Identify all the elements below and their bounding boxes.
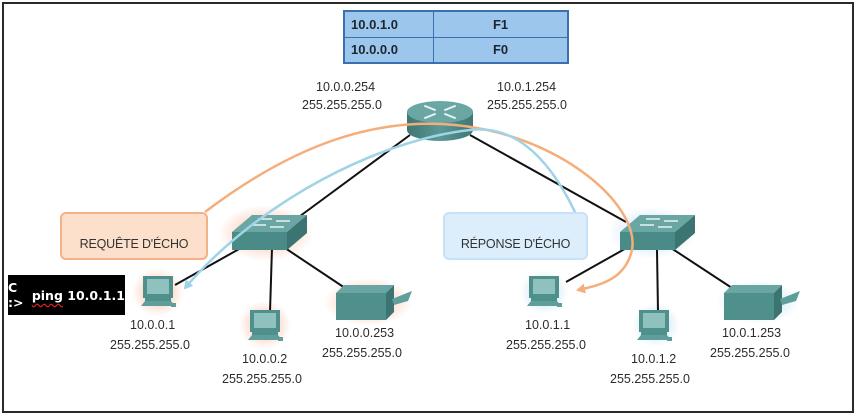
echo-reply-label: RÉPONSE D'ÉCHO [460, 237, 571, 251]
pc-10-0-0-2-icon[interactable] [248, 310, 283, 341]
router-left-ip: 10.0.0.254 [316, 80, 376, 94]
link-switch-left-pc2 [269, 247, 273, 313]
link-router-switch-right [469, 134, 627, 223]
router-icon[interactable] [407, 101, 473, 141]
link-switch-left-pc1 [174, 243, 249, 286]
switch-right-icon[interactable] [620, 215, 695, 250]
link-switch-right-pc2 [656, 249, 659, 313]
echo-reply-arc [183, 128, 577, 290]
host-ip: 10.0.0.1 [130, 318, 176, 332]
pc-10-0-1-2-icon[interactable] [637, 310, 672, 341]
switch-left-icon[interactable] [232, 215, 307, 250]
route-interface: F1 [433, 10, 569, 38]
host-ip: 10.0.1.1 [525, 318, 571, 332]
host-mask: 255.255.255.0 [710, 346, 790, 360]
host-ip: 10.0.0.253 [335, 326, 395, 340]
host-mask: 255.255.255.0 [222, 372, 302, 386]
host-mask: 255.255.255.0 [610, 372, 690, 386]
route-network: 10.0.0.0 [343, 36, 435, 64]
ping-command-box: C :> ping 10.0.1.1 [8, 275, 125, 315]
host-mask: 255.255.255.0 [322, 346, 402, 360]
command-prompt: C :> [8, 280, 24, 310]
host-mask: 255.255.255.0 [506, 338, 586, 352]
pc-10-0-0-1-icon[interactable] [141, 276, 176, 307]
pc-10-0-1-1-icon[interactable] [527, 276, 562, 307]
host-ip: 10.0.0.2 [242, 352, 288, 366]
echo-request-label: REQUÊTE D'ÉCHO [79, 237, 189, 251]
echo-request-arc [204, 122, 634, 294]
route-interface: F0 [433, 36, 569, 64]
host-ip: 10.0.1.2 [631, 352, 677, 366]
command-target: 10.0.1.1 [62, 287, 125, 303]
echo-request-callout: REQUÊTE D'ÉCHO [60, 212, 208, 260]
link-switch-right-printer [667, 245, 733, 289]
host-ip: 10.0.1.253 [722, 326, 782, 340]
router-left-mask: 255.255.255.0 [302, 98, 382, 112]
echo-reply-callout: RÉPONSE D'ÉCHO [443, 212, 588, 260]
link-switch-left-printer [281, 245, 346, 289]
routing-table-row: 10.0.0.0 F0 [343, 36, 569, 64]
host-mask: 255.255.255.0 [110, 338, 190, 352]
routing-table-row: 10.0.1.0 F1 [343, 10, 569, 38]
link-switch-right-pc1 [565, 245, 631, 283]
router-right-mask: 255.255.255.0 [487, 98, 567, 112]
router-right-ip: 10.0.1.254 [497, 80, 557, 94]
command-name: ping [31, 287, 63, 303]
routing-table: 10.0.1.0 F1 10.0.0.0 F0 [343, 10, 569, 64]
printer-10-0-0-253-icon[interactable] [336, 285, 412, 320]
route-network: 10.0.1.0 [343, 10, 435, 38]
printer-10-0-1-253-icon[interactable] [724, 285, 800, 320]
